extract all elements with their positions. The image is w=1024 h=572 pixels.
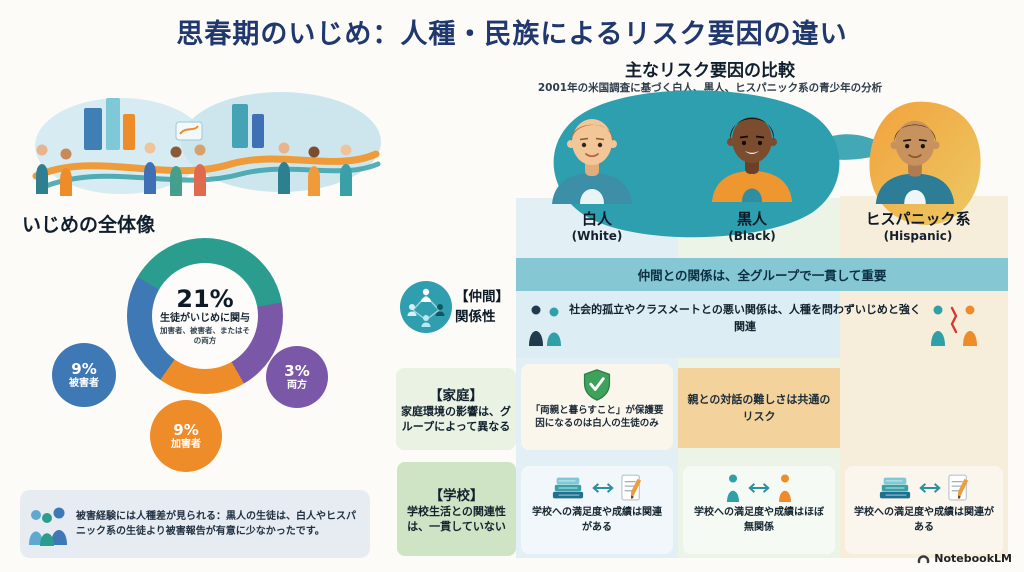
note-text: 被害経験には人種差が見られる：黒人の生徒は、白人やヒスパニック系の生徒より被害報…: [76, 510, 356, 538]
donut-sublabel: 加害者、被害者、またはその両方: [160, 325, 250, 345]
people-group-icon: [29, 507, 67, 546]
peer-tag-label: 関係性: [455, 308, 496, 325]
school-cell-white-text: 学校への満足度や成績は関連がある: [532, 507, 662, 533]
family-cell-white-text: 「両親と暮らすこと」が保護要因になるのは白人の生徒のみ: [530, 405, 664, 430]
comparison-heading: 主なリスク要因の比較: [625, 61, 795, 81]
report-card-icon: [948, 474, 969, 501]
school-tag-label: 学校生活との関連性は、一貫していない: [407, 504, 506, 533]
group-label-black: 黒人 (Black): [677, 210, 827, 244]
row-label-school: 【学校】 学校生活との関連性は、一貫していない: [397, 462, 516, 556]
family-cell-shared-text: 親との対話の難しさは共通のリスク: [687, 392, 831, 423]
bubble-both: 3% 両方: [266, 346, 328, 408]
bubble-victim: 9% 被害者: [52, 343, 116, 407]
books-icon: [879, 477, 911, 499]
double-arrow-icon: [592, 483, 614, 493]
brand-name: NotebookLM: [934, 552, 1012, 565]
group-name-hispanic: ヒスパニック系: [865, 210, 971, 228]
family-shared-band: [678, 368, 840, 448]
row-label-family: 【家庭】 家庭環境の影響は、グループによって異なる: [396, 368, 516, 450]
school-cell-hispanic-text: 学校への満足度や成績は関連がある: [854, 507, 994, 533]
group-label-hispanic: ヒスパニック系 (Hispanic): [828, 210, 1008, 244]
portrait-hispanic-teen: [875, 120, 955, 204]
peer-banner: 仲間との関係は、全グループで一貫して重要: [516, 258, 1008, 291]
family-tag-label: 家庭環境の影響は、グループによって異なる: [401, 404, 511, 433]
group-label-white: 白人 (White): [522, 210, 672, 244]
portrait-black-teen: [712, 117, 792, 202]
notebooklm-logo-icon: [918, 555, 930, 564]
student-figure-icon: [779, 474, 791, 502]
school-icons-black: [725, 472, 793, 504]
race-difference-note: 被害経験には人種差が見られる：黒人の生徒は、白人やヒスパニック系の生徒より被害報…: [20, 490, 370, 558]
family-cell-white: 「両親と暮らすこと」が保護要因になるのは白人の生徒のみ: [521, 364, 673, 450]
row-label-peer: 【仲間】 関係性: [455, 288, 517, 327]
group-name-white: 白人: [581, 210, 612, 228]
school-cell-white: 学校への満足度や成績は関連がある: [521, 466, 673, 554]
peer-detail-text: 社会的孤立やクラスメートとの悪い関係は、人種を問わずいじめと強く関連: [569, 303, 921, 333]
victim-percent: 9%: [71, 359, 97, 378]
teens-illustration: [32, 92, 381, 196]
group-en-black: (Black): [728, 228, 776, 243]
comparison-subheading: 2001年の米国調査に基づく白人、黒人、ヒスパニック系の青少年の分析: [537, 82, 883, 94]
bubble-perpetrator: 9% 加害者: [150, 400, 222, 472]
family-tag: 【家庭】: [429, 387, 483, 404]
donut-center: 21% 生徒がいじめに関与 加害者、被害者、またはその両方: [152, 263, 258, 369]
shield-check-icon: [583, 369, 611, 401]
school-icons-hispanic: [878, 472, 970, 504]
school-cell-black-text: 学校への満足度や成績はほぼ無関係: [694, 507, 824, 533]
perpetrator-label: 加害者: [171, 438, 201, 450]
double-arrow-icon: [919, 483, 941, 493]
brand-footer: NotebookLM: [917, 552, 1012, 565]
peer-tag: 【仲間】: [455, 289, 509, 305]
page-title: 思春期のいじめ：人種・民族によるリスク要因の違い: [176, 19, 848, 50]
victim-label: 被害者: [69, 377, 99, 389]
report-card-icon: [621, 474, 642, 501]
school-cell-hispanic: 学校への満足度や成績は関連がある: [845, 466, 1003, 554]
group-en-hispanic: (Hispanic): [883, 228, 953, 243]
group-en-white: (White): [571, 228, 623, 243]
donut-percent: 21%: [176, 284, 234, 313]
perpetrator-percent: 9%: [173, 420, 199, 439]
portrait-white-teen: [552, 119, 632, 204]
peer-network-icon: [400, 281, 452, 333]
bullying-donut-chart: 21% 生徒がいじめに関与 加害者、被害者、またはその両方: [127, 238, 283, 394]
double-arrow-icon: [748, 483, 770, 493]
conflict-students-icon: [931, 305, 977, 346]
overview-heading: いじめの全体像: [22, 214, 156, 236]
group-name-black: 黒人: [736, 210, 767, 228]
both-label: 両方: [287, 379, 307, 391]
both-percent: 3%: [284, 361, 310, 380]
school-icons-white: [551, 472, 643, 504]
school-cell-black: 学校への満足度や成績はほぼ無関係: [683, 466, 835, 554]
books-icon: [552, 477, 584, 499]
school-tag: 【学校】: [429, 487, 484, 504]
student-figure-icon: [727, 474, 739, 502]
peer-detail-strip: [516, 291, 840, 358]
isolated-students-icon: [529, 305, 561, 346]
donut-label: 生徒がいじめに関与: [160, 312, 250, 324]
